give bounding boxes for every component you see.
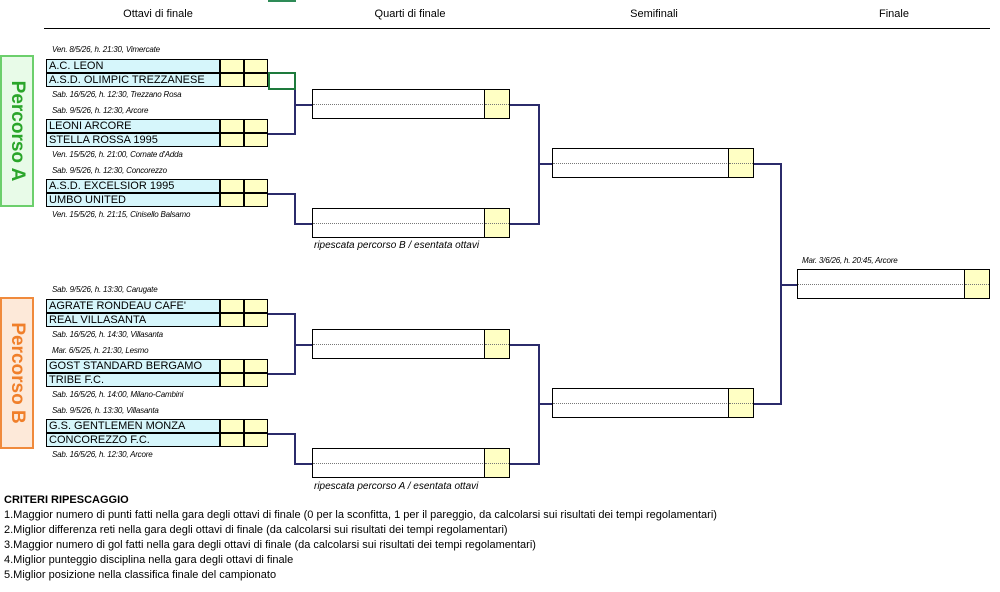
score-cell[interactable] [244,299,268,313]
path-a-box: Percorso A [0,55,34,207]
team-cell[interactable]: AGRATE RONDEAU CAFE' [46,299,220,313]
cell-marker [268,0,296,2]
quarter-note: ripescata percorso A / esentata ottavi [314,481,479,492]
match-date-first: Sab. 9/5/26, h. 13:30, Carugate [52,285,158,294]
match-date-first: Sab. 9/5/26, h. 12:30, Concorezzo [52,166,167,175]
score-cell[interactable] [244,59,268,73]
bracket-line [268,193,296,195]
match-date-second: Ven. 15/5/26, h. 21:15, Cinisello Balsam… [52,210,191,219]
quarter-slot[interactable] [312,448,510,478]
score-cell[interactable] [220,73,244,87]
path-a-label: Percorso A [7,80,28,182]
score-cell[interactable] [220,119,244,133]
bracket-line [510,223,540,225]
header-divider [44,28,990,29]
match-date-first: Sab. 9/5/26, h. 12:30, Arcore [52,106,149,115]
team-cell[interactable]: TRIBE F.C. [46,373,220,387]
team-cell[interactable]: A.C. LEON [46,59,220,73]
score-cell[interactable] [244,73,268,87]
criteria-item: 1.Maggior numero di punti fatti nella ga… [4,509,717,521]
bracket-line [268,373,296,375]
criteria-title: CRITERI RIPESCAGGIO [4,494,129,506]
match-date-second: Sab. 16/5/26, h. 12:30, Trezzano Rosa [52,90,182,99]
bracket-line [294,344,312,346]
bracket-line [754,403,782,405]
criteria-item: 4.Miglior punteggio disciplina nella gar… [4,554,294,566]
bracket-line [754,163,782,165]
quarter-slot[interactable] [312,208,510,238]
score-cell[interactable] [244,119,268,133]
criteria-item: 5.Miglior posizione nella classifica fin… [4,569,277,581]
header-final: Finale [879,8,909,20]
score-cell[interactable] [220,419,244,433]
quarter-note: ripescata percorso B / esentata ottavi [314,240,480,251]
quarter-slot[interactable] [312,329,510,359]
bracket-line [538,163,552,165]
match-date-first: Mar. 6/5/25, h. 21:30, Lesmo [52,346,149,355]
header-semis: Semifinali [630,8,678,20]
selected-cell[interactable] [268,72,296,90]
match-date-first: Ven. 8/5/26, h. 21:30, Vimercate [52,45,160,54]
criteria-item: 3.Maggior numero di gol fatti nella gara… [4,539,536,551]
match-date-first: Sab. 9/5/26, h. 13:30, Villasanta [52,406,159,415]
criteria-item: 2.Miglior differenza reti nella gara deg… [4,524,508,536]
team-cell[interactable]: LEONI ARCORE [46,119,220,133]
score-cell[interactable] [244,359,268,373]
team-cell[interactable]: GOST STANDARD BERGAMO [46,359,220,373]
score-cell[interactable] [244,179,268,193]
team-cell[interactable]: G.S. GENTLEMEN MONZA [46,419,220,433]
bracket-line [294,223,312,225]
score-cell[interactable] [244,133,268,147]
final-slot[interactable] [797,269,990,299]
score-cell[interactable] [220,433,244,447]
bracket-line [780,284,798,286]
score-cell[interactable] [244,193,268,207]
bracket-line [268,133,296,135]
score-cell[interactable] [220,359,244,373]
match-date-second: Sab. 16/5/26, h. 14:30, Villasanta [52,330,163,339]
bracket-line [268,313,296,315]
semifinal-slot[interactable] [552,388,754,418]
score-cell[interactable] [220,133,244,147]
score-cell[interactable] [220,59,244,73]
team-cell[interactable]: A.S.D. EXCELSIOR 1995 [46,179,220,193]
score-cell[interactable] [244,433,268,447]
match-date-second: Sab. 16/5/26, h. 12:30, Arcore [52,450,153,459]
score-cell[interactable] [244,313,268,327]
team-cell[interactable]: CONCOREZZO F.C. [46,433,220,447]
bracket-line [294,463,312,465]
score-cell[interactable] [220,373,244,387]
bracket-line [510,104,540,106]
path-b-box: Percorso B [0,297,34,449]
final-date: Mar. 3/6/26, h. 20:45, Arcore [802,256,898,265]
score-cell[interactable] [220,299,244,313]
bracket-line [294,433,296,465]
bracket-line [294,104,312,106]
score-cell[interactable] [220,193,244,207]
team-cell[interactable]: STELLA ROSSA 1995 [46,133,220,147]
header-quarters: Quarti di finale [374,8,446,20]
header-round16: Ottavi di finale [123,8,193,20]
team-cell[interactable]: REAL VILLASANTA [46,313,220,327]
team-cell[interactable]: A.S.D. OLIMPIC TREZZANESE [46,73,220,87]
score-cell[interactable] [244,419,268,433]
path-b-label: Percorso B [7,322,28,424]
score-cell[interactable] [220,179,244,193]
score-cell[interactable] [220,313,244,327]
bracket-line [510,344,540,346]
match-date-second: Sab. 16/5/26, h. 14:00, Milano-Cambini [52,390,184,399]
match-date-second: Ven. 15/5/26, h. 21:00, Cornate d'Adda [52,150,183,159]
bracket-line [294,90,296,134]
bracket-line [538,403,552,405]
team-cell[interactable]: UMBO UNITED [46,193,220,207]
bracket-line [510,463,540,465]
quarter-slot[interactable] [312,89,510,119]
semifinal-slot[interactable] [552,148,754,178]
bracket-line [268,433,296,435]
score-cell[interactable] [244,373,268,387]
bracket-line [294,193,296,225]
